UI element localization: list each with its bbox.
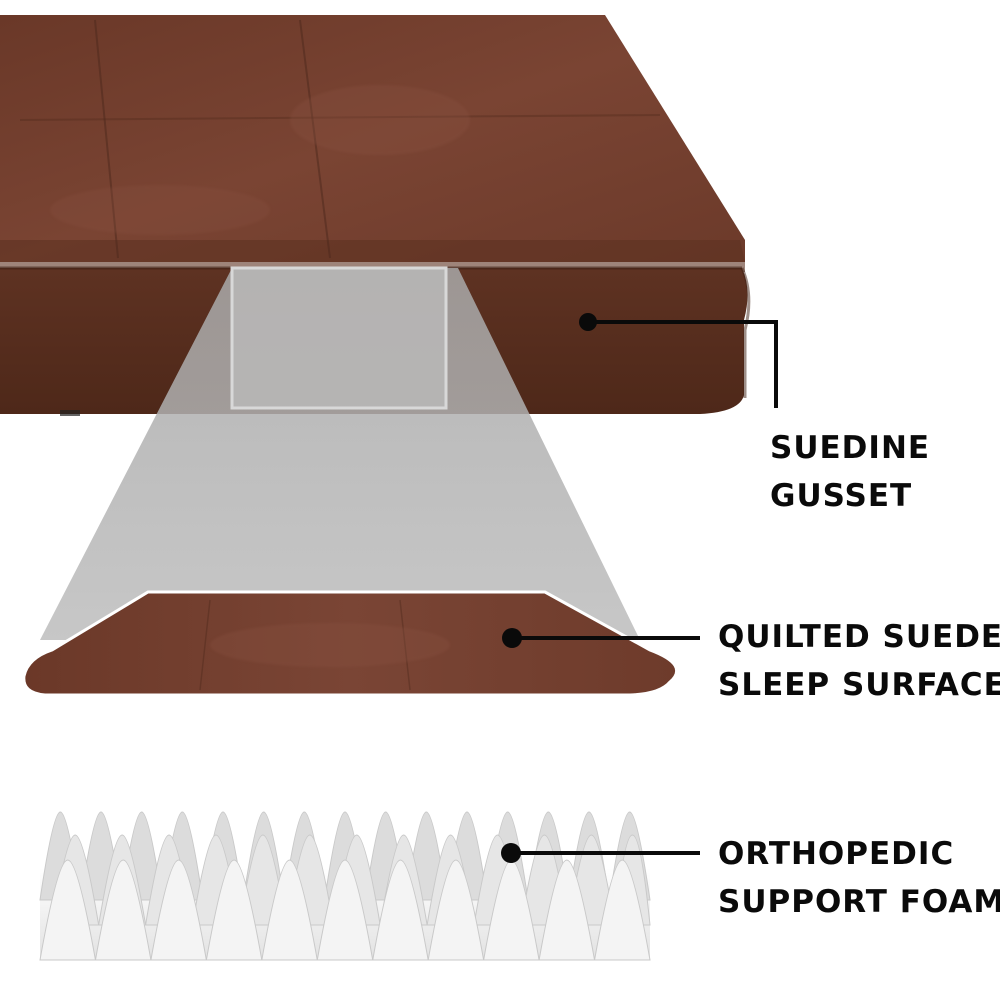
foam-peak [372,859,429,961]
label-line: SUEDINE [770,430,931,466]
sleep-surface-slab [22,590,679,697]
foam-peak [261,859,318,961]
label-line: GUSSET [770,478,913,514]
label-suedine-gusset: SUEDINE GUSSET [770,424,930,520]
label-orthopedic-support-foam: ORTHOPEDIC SUPPORT FOAM [718,830,1000,926]
label-line: ORTHOPEDIC [718,836,955,872]
foam-peak [205,859,263,961]
label-line: SLEEP SURFACE [718,667,1000,703]
zoom-funnel [40,266,640,640]
label-line: SUPPORT FOAM [718,884,1000,920]
foam-peak [94,859,152,961]
callout-foam [501,843,700,863]
zoom-window [230,266,448,410]
orthopedic-foam [39,811,651,961]
foam-peak [538,859,596,961]
foam-peak [427,859,485,961]
callout-gusset [579,313,778,408]
foam-peak [593,859,651,961]
label-quilted-suede-sleep-surface: QUILTED SUEDE SLEEP SURFACE [718,613,1000,709]
foam-peak [39,859,97,961]
label-line: QUILTED SUEDE [718,619,1000,655]
callout-surface [502,628,700,648]
foam-peak [316,859,374,961]
foam-peak [150,859,207,961]
mattress-top [0,15,745,272]
